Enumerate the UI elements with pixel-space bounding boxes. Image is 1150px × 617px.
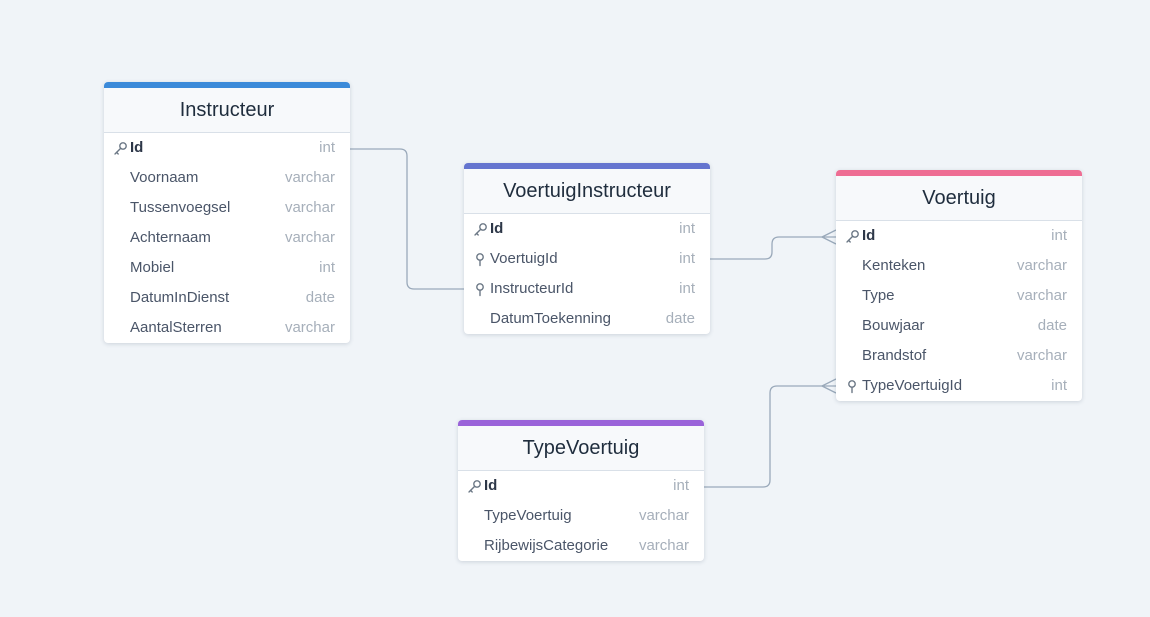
foreign-key-icon <box>472 244 488 274</box>
relation-line-instructeur <box>350 148 464 290</box>
field-type: int <box>1051 227 1067 244</box>
field-row[interactable]: InstructeurId int <box>464 274 710 304</box>
table-title[interactable]: TypeVoertuig <box>458 420 704 471</box>
crows-foot-marker <box>821 378 837 394</box>
field-type: varchar <box>284 169 335 186</box>
relation-line-voertuig <box>710 236 836 260</box>
field-row[interactable]: Id int <box>464 214 710 244</box>
field-row[interactable]: Kenteken varchar <box>836 251 1082 281</box>
field-type: int <box>1051 377 1067 394</box>
field-row[interactable]: Id int <box>458 471 704 501</box>
foreign-key-icon <box>472 274 488 304</box>
key-icon <box>466 471 482 501</box>
field-row[interactable]: Tussenvoegsel varchar <box>104 193 350 223</box>
field-name: DatumToekenning <box>490 310 611 327</box>
field-type: date <box>665 310 695 327</box>
field-name: VoertuigId <box>490 250 558 267</box>
field-row[interactable]: Id int <box>836 221 1082 251</box>
crows-foot-marker <box>821 229 837 245</box>
field-type: varchar <box>638 507 689 524</box>
field-name: DatumInDienst <box>130 289 230 306</box>
field-name: Achternaam <box>130 229 211 246</box>
field-type: date <box>305 289 335 306</box>
field-name: Id <box>484 477 498 494</box>
field-row[interactable]: AantalSterren varchar <box>104 313 350 343</box>
relation-line-type-voertuig <box>704 385 836 488</box>
field-type: varchar <box>284 319 335 336</box>
field-row[interactable]: TypeVoertuig varchar <box>458 501 704 531</box>
field-name: Voornaam <box>130 169 199 186</box>
key-icon <box>112 133 128 163</box>
field-row[interactable]: RijbewijsCategorie varchar <box>458 531 704 561</box>
field-row[interactable]: Bouwjaar date <box>836 311 1082 341</box>
field-name: Id <box>130 139 144 156</box>
field-name: Mobiel <box>130 259 175 276</box>
field-type: int <box>319 259 335 276</box>
field-type: varchar <box>1016 347 1067 364</box>
field-name: Id <box>490 220 504 237</box>
field-type: varchar <box>1016 287 1067 304</box>
field-type: int <box>679 220 695 237</box>
field-row[interactable]: Type varchar <box>836 281 1082 311</box>
field-row[interactable]: Mobiel int <box>104 253 350 283</box>
field-name: AantalSterren <box>130 319 222 336</box>
field-type: int <box>679 280 695 297</box>
field-name: TypeVoertuig <box>484 507 572 524</box>
table-title[interactable]: VoertuigInstructeur <box>464 163 710 214</box>
field-name: TypeVoertuigId <box>862 377 963 394</box>
field-name: Kenteken <box>862 257 926 274</box>
field-type: varchar <box>284 229 335 246</box>
field-type: date <box>1037 317 1067 334</box>
field-name: Type <box>862 287 895 304</box>
field-row[interactable]: DatumInDienst date <box>104 283 350 313</box>
field-type: varchar <box>1016 257 1067 274</box>
field-name: Brandstof <box>862 347 927 364</box>
field-name: Tussenvoegsel <box>130 199 231 216</box>
field-row[interactable]: Brandstof varchar <box>836 341 1082 371</box>
field-row[interactable]: DatumToekenning date <box>464 304 710 334</box>
field-row[interactable]: VoertuigId int <box>464 244 710 274</box>
foreign-key-icon <box>844 371 860 401</box>
field-type: int <box>673 477 689 494</box>
field-name: RijbewijsCategorie <box>484 537 609 554</box>
field-row[interactable]: Achternaam varchar <box>104 223 350 253</box>
field-type: varchar <box>638 537 689 554</box>
table-title[interactable]: Voertuig <box>836 170 1082 221</box>
field-type: varchar <box>284 199 335 216</box>
field-row[interactable]: TypeVoertuigId int <box>836 371 1082 401</box>
field-name: Bouwjaar <box>862 317 925 334</box>
key-icon <box>844 221 860 251</box>
field-row[interactable]: Id int <box>104 133 350 163</box>
field-type: int <box>679 250 695 267</box>
field-row[interactable]: Voornaam varchar <box>104 163 350 193</box>
table-title[interactable]: Instructeur <box>104 82 350 133</box>
key-icon <box>472 214 488 244</box>
field-name: Id <box>862 227 876 244</box>
field-name: InstructeurId <box>490 280 574 297</box>
field-type: int <box>319 139 335 156</box>
